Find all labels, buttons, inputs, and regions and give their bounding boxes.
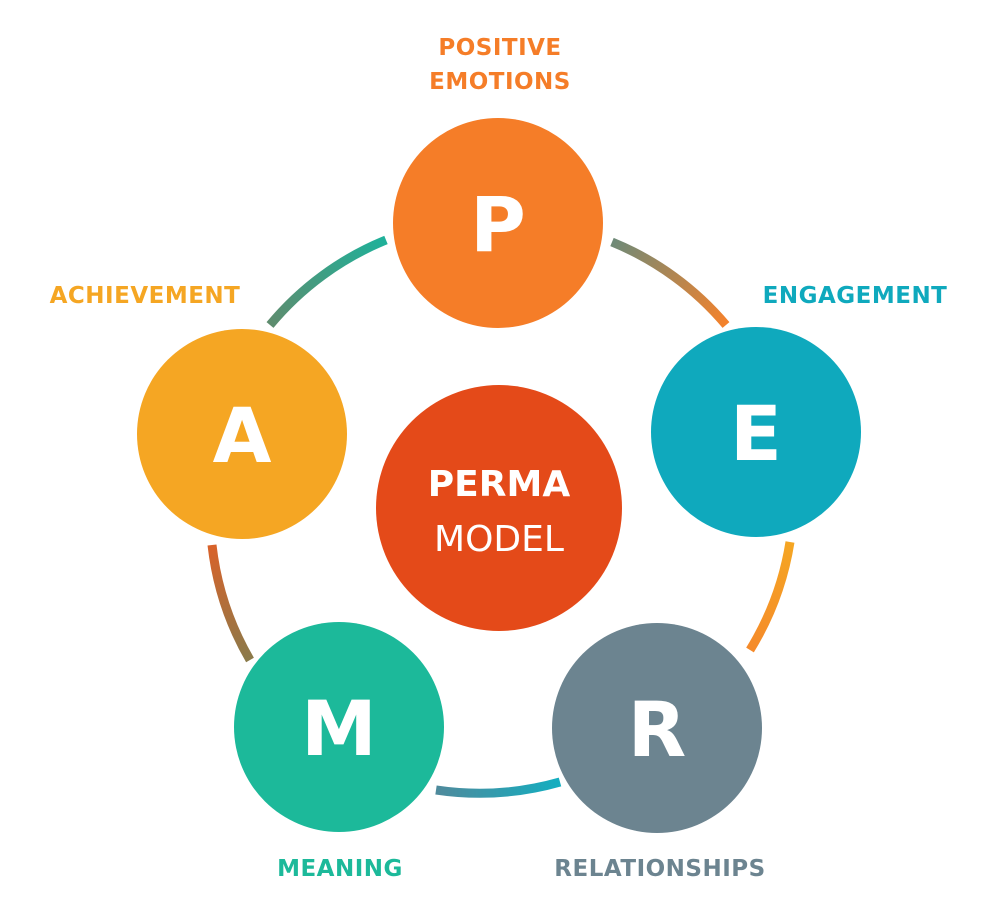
center-title: PERMA: [428, 464, 571, 505]
circle-engagement: [651, 327, 861, 537]
circle-positive: [393, 118, 603, 328]
letter-r: R: [628, 685, 687, 774]
center-node: PERMA MODEL: [376, 385, 622, 631]
label-positive-line-2: EMOTIONS: [429, 69, 571, 95]
label-positive-line-1: POSITIVE: [438, 35, 562, 61]
ring-arc-achievement-positive: [266, 235, 388, 328]
label-meaning: MEANING: [277, 856, 403, 882]
letter-e: E: [730, 389, 782, 478]
label-relationships: RELATIONSHIPS: [554, 856, 766, 882]
letter-a: A: [213, 391, 272, 480]
ring-arc-positive-engagement: [610, 237, 730, 328]
node-positive-emotions: P: [393, 118, 603, 328]
letter-m: M: [301, 684, 377, 773]
label-achievement: ACHIEVEMENT: [49, 283, 241, 309]
label-positive-emotions: POSITIVE EMOTIONS: [300, 31, 700, 99]
letter-p: P: [470, 180, 526, 269]
center-circle: [376, 385, 622, 631]
center-subtitle: MODEL: [434, 519, 564, 560]
circle-meaning: [234, 622, 444, 832]
node-relationships: R: [552, 623, 762, 833]
circle-achievement: [137, 329, 347, 539]
node-engagement: E: [651, 327, 861, 537]
node-achievement: A: [137, 329, 347, 539]
circle-relationships: [552, 623, 762, 833]
node-meaning: M: [234, 622, 444, 832]
ring-arc-meaning-achievement: [207, 544, 254, 663]
ring-arc-relationships-meaning: [435, 777, 562, 798]
label-engagement: ENGAGEMENT: [762, 283, 948, 309]
ring-arc-engagement-relationships: [746, 541, 795, 653]
